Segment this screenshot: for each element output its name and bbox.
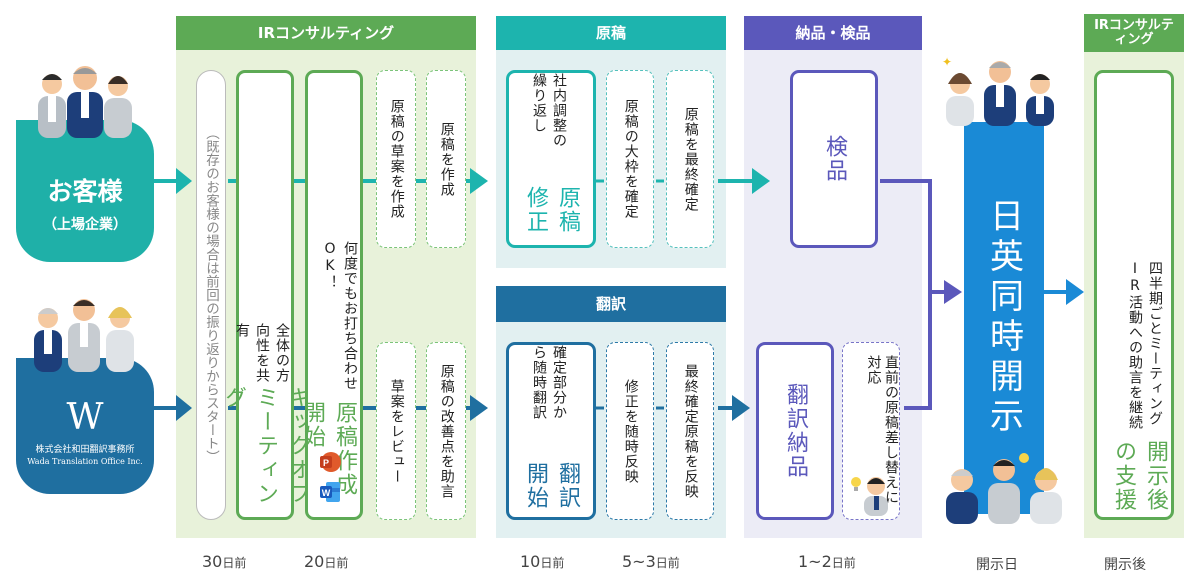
svg-text:W: W [322,488,331,498]
draft-create-text: 原稿を作成 [438,121,455,197]
kickoff-section-header: IRコンサルティング [176,16,476,50]
company-card: W 株式会社和田翻訳事務所 Wada Translation Office In… [16,358,154,494]
company-logo-icon: W [66,397,104,438]
business-people-illustration [34,299,134,372]
draft-start-step: 何度でもお打ち合わせOK！ 原稿作成開始 [300,70,363,520]
after-section-header: IRコンサルティング [1084,14,1184,52]
timeline-20-num: 20 [304,552,325,571]
svg-text:✦: ✦ [942,55,952,69]
timeline-after-disclosure: 開示後 [1104,557,1146,573]
translation-title: 翻訳開始 [523,461,580,510]
after-support-subtitle: 四半期ごとミーティングIR活動への助言を継続 [1127,261,1163,430]
timeline-10-unit: 日前 [540,556,565,570]
translation-section-header: 翻訳 [496,286,726,322]
delivery-section-header: 納品・検品 [744,16,922,50]
translation-start-step: 確定部分から随時翻訳 翻訳開始 [506,342,596,520]
timeline-30-unit: 日前 [222,556,247,570]
draft-review-text: 草案をレビュー [388,378,405,484]
inspection-step: 検品 [790,70,878,248]
framework-fix-step: 原稿の大枠を確定 [606,70,654,248]
after-support-title: 開示後の支援 [1111,439,1168,512]
revision-title: 原稿修正 [523,185,580,234]
svg-text:P: P [323,458,329,468]
company-name: 株式会社和田翻訳事務所 [35,445,135,455]
word-icon: W [320,482,340,502]
customer-subtitle: （上場企業） [43,217,127,233]
business-people-illustration [38,66,132,138]
draft-start-subtitle: 何度でもお打ち合わせOK！ [322,241,358,391]
draft-start-title: 原稿作成開始 [300,401,357,498]
customer-card: お客様 （上場企業） [16,120,154,262]
business-people-illustration [946,453,1062,524]
timeline-5-3-unit: 日前 [655,556,680,570]
draft-advise-step: 原稿の改善点を助言 [426,342,466,520]
translation-subtitle: 確定部分から随時翻訳 [531,345,567,420]
timeline-5-3-days: 5~3日前 [622,552,680,571]
revision-subtitle: 社内調整の繰り返し [531,73,567,148]
draft-outline-text: 原稿の草案を作成 [388,99,405,219]
reflect-final-step: 最終確定原稿を反映 [666,342,714,520]
draft-outline-step: 原稿の草案を作成 [376,70,416,248]
timeline-30-num: 30 [202,552,223,571]
final-fix-text: 原稿を最終確定 [682,106,699,212]
final-fix-step: 原稿を最終確定 [666,70,714,248]
last-minute-text: 直前の原稿差し替えに対応 [865,355,900,505]
revision-step: 社内調整の繰り返し 原稿修正 [506,70,596,248]
timeline-20-unit: 日前 [324,556,349,570]
draft-advise-text: 原稿の改善点を助言 [438,363,455,499]
translation-delivery-title: 翻訳納品 [783,383,808,479]
timeline-1-2-num: 1~2 [798,552,832,571]
reflect-changes-step: 修正を随時反映 [606,342,654,520]
timeline-5-3-num: 5~3 [622,552,656,571]
draft-section-header: 原稿 [496,16,726,50]
timeline-10-num: 10 [520,552,541,571]
inspection-title: 検品 [822,135,847,183]
timeline-30-days: 30日前 [202,552,246,571]
company-name-en: Wada Translation Office Inc. [27,457,143,466]
after-support-step: 四半期ごとミーティングIR活動への助言を継続 開示後の支援 [1094,70,1174,520]
restart-note: （既存のお客様の場合は前回の振り返りからスタート） [196,70,226,520]
timeline-1-2-unit: 日前 [831,556,856,570]
draft-create-step: 原稿を作成 [426,70,466,248]
simultaneous-disclosure-box: 日英同時開示 [964,122,1044,514]
timeline-10-days: 10日前 [520,552,564,571]
reflect-changes-text: 修正を随時反映 [622,378,639,484]
reflect-final-text: 最終確定原稿を反映 [682,363,699,499]
powerpoint-icon: P [320,452,341,472]
customer-title: お客様 [47,177,123,206]
lightbulb-person-icon [851,477,888,516]
business-people-illustration: ✦ [942,55,1054,126]
translation-delivery-step: 翻訳納品 [756,342,834,520]
kickoff-subtitle: 全体の方向性を共有 [234,323,290,383]
framework-fix-text: 原稿の大枠を確定 [622,99,639,219]
restart-note-text: （既存のお客様の場合は前回の振り返りからスタート） [203,126,219,464]
draft-review-step: 草案をレビュー [376,342,416,520]
timeline-20-days: 20日前 [304,552,348,571]
timeline-disclosure-day: 開示日 [976,557,1018,573]
simultaneous-disclosure-title: 日英同時開示 [983,198,1024,438]
kickoff-meeting-step: 全体の方向性を共有 キックオフミーティング [221,70,310,520]
timeline-1-2-days: 1~2日前 [798,552,856,571]
